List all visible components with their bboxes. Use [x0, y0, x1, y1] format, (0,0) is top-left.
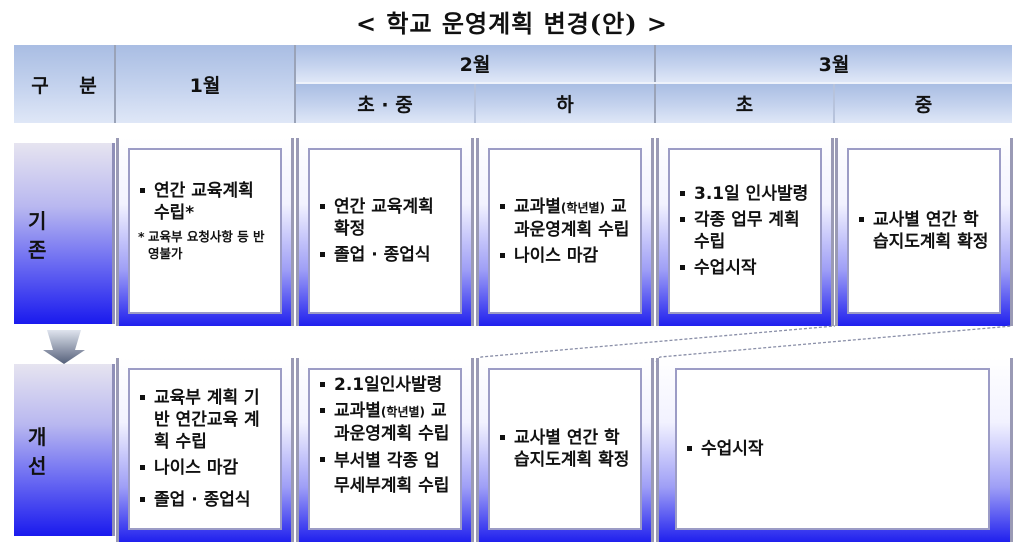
- list-item: 나이스 마감: [498, 245, 634, 267]
- header-category: 구 분: [14, 45, 114, 123]
- cell-content: 교사별 연간 학습지도계획 확정: [847, 148, 1001, 314]
- down-arrow-icon: [43, 330, 85, 364]
- existing-cell-feb-early-mid: 연간 교육계획 확정 졸업 · 종업식: [296, 138, 474, 326]
- list-item: 졸업 · 종업식: [138, 489, 274, 511]
- header-mar-early: 초: [656, 84, 833, 123]
- list-item: 수업시작: [685, 438, 982, 460]
- footnote-mark: *: [138, 229, 145, 244]
- improved-cell-feb-late: 교사별 연간 학습지도계획 확정: [476, 358, 654, 542]
- cell-content: 교육부 계획 기반 연간교육 계획 수립 나이스 마감 졸업 · 종업식: [128, 368, 282, 530]
- item-text: 교과운영계획 수립: [514, 196, 630, 240]
- cell-content: 수업시작: [675, 368, 990, 530]
- list-item: 수업시작: [678, 257, 814, 279]
- item-text: 교과별: [514, 196, 561, 217]
- list-item: 교사별 연간 학습지도계획 확정: [857, 209, 993, 253]
- item-subtext: (학년별): [380, 405, 426, 419]
- header-feb-late: 하: [476, 84, 654, 123]
- list-item: 연간 교육계획 확정: [318, 196, 454, 240]
- cell-content: 연간 교육계획 수립* * 교육부 요청사항 등 반영불가: [128, 148, 282, 314]
- cell-content: 3.1일 인사발령 각종 업무 계획수립 수업시작: [668, 148, 822, 314]
- cell-content: 교과별(학년별) 교과운영계획 수립 나이스 마감: [488, 148, 642, 314]
- item-subtext: (학년별): [560, 200, 606, 215]
- header-divider: [474, 84, 476, 123]
- list-item: 각종 업무 계획수립: [678, 209, 814, 253]
- row-label-existing: 기 존: [14, 143, 115, 324]
- page-title: < 학교 운영계획 변경(안) >: [355, 9, 669, 38]
- list-item: 교과별(학년별) 교과운영계획 수립: [318, 400, 454, 445]
- list-item: 2.1일인사발령: [318, 374, 454, 396]
- existing-cell-feb-late: 교과별(학년별) 교과운영계획 수립 나이스 마감: [476, 138, 654, 326]
- list-item: 교과별(학년별) 교과운영계획 수립: [498, 196, 634, 241]
- existing-cell-jan: 연간 교육계획 수립* * 교육부 요청사항 등 반영불가: [116, 138, 294, 326]
- cell-content: 교사별 연간 학습지도계획 확정: [488, 368, 642, 530]
- list-item: 나이스 마감: [138, 457, 274, 479]
- item-text: 교과별: [334, 401, 381, 421]
- improved-cell-jan: 교육부 계획 기반 연간교육 계획 수립 나이스 마감 졸업 · 종업식: [116, 358, 294, 542]
- existing-cell-mar-mid: 교사별 연간 학습지도계획 확정: [835, 138, 1013, 326]
- header-feb-early-mid: 초 · 중: [296, 84, 474, 123]
- item-text: 교과운영계획 수립: [334, 401, 450, 444]
- list-item: 부서별 각종 업무세부계획 수립: [318, 449, 454, 499]
- header-month-feb: 2월: [296, 45, 654, 82]
- footnote-text: 교육부 요청사항 등 반영불가: [148, 229, 265, 261]
- header-divider: [114, 45, 116, 123]
- list-item: 교육부 계획 기반 연간교육 계획 수립: [138, 387, 274, 453]
- improved-cell-mar: 수업시작: [656, 358, 1013, 542]
- header-month-mar: 3월: [656, 45, 1012, 82]
- list-item: 3.1일 인사발령: [678, 183, 814, 205]
- footnote: * 교육부 요청사항 등 반영불가: [138, 228, 274, 262]
- list-item: 졸업 · 종업식: [318, 244, 454, 266]
- header-month-jan: 1월: [116, 45, 294, 123]
- header-mar-mid: 중: [835, 84, 1012, 123]
- list-item: 연간 교육계획 수립*: [138, 180, 274, 224]
- list-item: 교사별 연간 학습지도계획 확정: [498, 427, 634, 471]
- header-divider: [654, 45, 656, 123]
- cell-content: 2.1일인사발령 교과별(학년별) 교과운영계획 수립 부서별 각종 업무세부계…: [308, 368, 462, 530]
- header-divider: [833, 84, 835, 123]
- improved-cell-feb-early-mid: 2.1일인사발령 교과별(학년별) 교과운영계획 수립 부서별 각종 업무세부계…: [296, 358, 474, 542]
- header-divider: [294, 45, 296, 123]
- existing-cell-mar-early: 3.1일 인사발령 각종 업무 계획수립 수업시작: [656, 138, 834, 326]
- cell-content: 연간 교육계획 확정 졸업 · 종업식: [308, 148, 462, 314]
- header-divider: [296, 82, 1012, 84]
- row-label-improved: 개 선: [14, 364, 115, 536]
